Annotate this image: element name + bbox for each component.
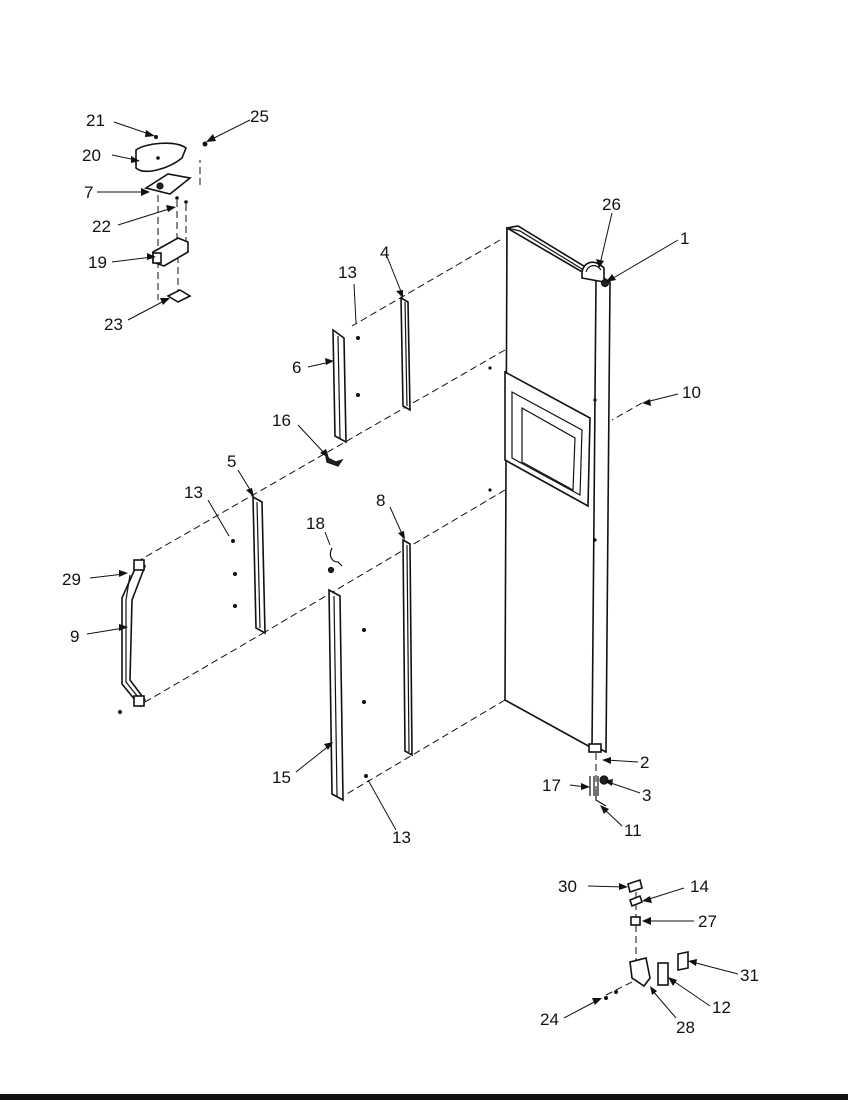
callout-27: 27: [698, 912, 717, 931]
callout-7: 7: [84, 183, 93, 202]
callout-22: 22: [92, 217, 111, 236]
bottom-hinge-area: [588, 743, 609, 807]
callout-29: 29: [62, 570, 81, 589]
trim-8: [402, 538, 413, 757]
callout-2: 2: [640, 753, 649, 772]
callout-21: 21: [86, 111, 105, 130]
callout-15: 15: [272, 768, 291, 787]
callout-9: 9: [70, 627, 79, 646]
callout-14: 14: [690, 877, 709, 896]
callout-10: 10: [682, 383, 701, 402]
callout-25: 25: [250, 107, 269, 126]
lower-hinge-assembly: [604, 878, 689, 1000]
bottom-border-rule: [0, 1094, 848, 1100]
callout-20: 20: [82, 146, 101, 165]
callout-1: 1: [680, 229, 689, 248]
callout-13-bottom: 13: [392, 828, 411, 847]
callout-26: 26: [602, 195, 621, 214]
callout-labels: 21 20 7 22 19 23 25 26 1 10 4 13 6 16 5 …: [62, 107, 759, 1037]
callout-13-mid: 13: [184, 483, 203, 502]
callout-5: 5: [227, 452, 236, 471]
callout-30: 30: [558, 877, 577, 896]
door-handle: [118, 559, 147, 714]
callout-23: 23: [104, 315, 123, 334]
callout-17: 17: [542, 776, 561, 795]
callout-11: 11: [624, 821, 642, 840]
trim-15: [328, 588, 368, 802]
callout-19: 19: [88, 253, 107, 272]
clip-18: [327, 547, 343, 574]
trim-4: [400, 296, 411, 412]
callout-6: 6: [292, 358, 301, 377]
door-panel: [488, 225, 611, 754]
callout-18: 18: [306, 514, 325, 533]
trim-6: [325, 328, 360, 467]
leader-lines: [86, 119, 739, 1019]
callout-24: 24: [540, 1010, 559, 1029]
callout-16: 16: [272, 411, 291, 430]
callout-31: 31: [740, 966, 759, 985]
top-hinge-assembly: [135, 135, 208, 303]
callout-8: 8: [376, 491, 385, 510]
callout-12: 12: [712, 998, 731, 1017]
callout-3: 3: [642, 786, 651, 805]
trim-5: [231, 495, 266, 635]
callout-4: 4: [380, 243, 389, 262]
callout-28: 28: [676, 1018, 695, 1037]
callout-13-top: 13: [338, 263, 357, 282]
